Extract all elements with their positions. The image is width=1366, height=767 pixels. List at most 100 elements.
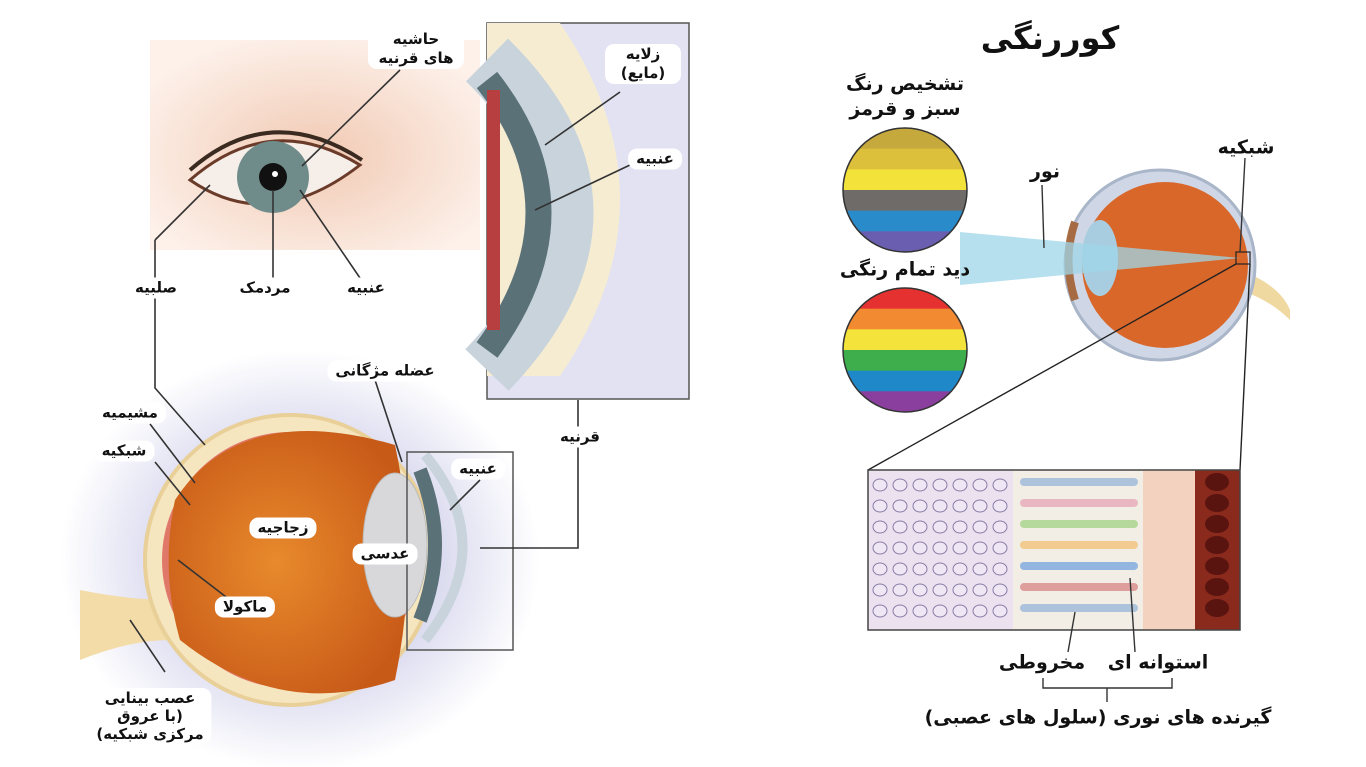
neuron-cell bbox=[992, 604, 1008, 618]
color-stripe bbox=[843, 350, 967, 372]
red-green-line-2: سبز و قرمز bbox=[849, 98, 961, 120]
neuron-cell bbox=[972, 604, 988, 618]
photoreceptor-cell bbox=[1020, 520, 1138, 528]
label-sclera: صلبیه bbox=[127, 277, 185, 299]
neuron-cell bbox=[892, 520, 908, 534]
choroid-vessel bbox=[1205, 536, 1229, 554]
neuron-cell bbox=[912, 541, 928, 555]
label-lens: عدسی bbox=[352, 543, 418, 565]
neuron-cell bbox=[952, 499, 968, 513]
neuron-cell bbox=[892, 604, 908, 618]
neuron-cell bbox=[872, 520, 888, 534]
neuron-cell bbox=[912, 478, 928, 492]
light-beam bbox=[960, 232, 1240, 285]
color-stripe bbox=[843, 190, 967, 212]
neuron-cell bbox=[932, 499, 948, 513]
neuron-cell bbox=[992, 562, 1008, 576]
neuron-cell bbox=[932, 583, 948, 597]
label-full-color: دید تمام رنگی bbox=[839, 258, 971, 281]
eye-side-illustration bbox=[867, 157, 1290, 471]
optic-nerve-line-2: (با عروق bbox=[117, 707, 183, 725]
neuron-cell bbox=[932, 562, 948, 576]
neuron-cell bbox=[872, 604, 888, 618]
external-eye-illustration bbox=[150, 40, 480, 250]
choroid-vessel bbox=[1205, 494, 1229, 512]
label-optic-nerve: عصب بینایی (با عروق مرکزی شبکیه) bbox=[88, 688, 212, 744]
label-choroid: مشیمیه bbox=[94, 402, 166, 424]
photoreceptor-cell bbox=[1020, 604, 1138, 612]
retina-layers-inset bbox=[867, 469, 1241, 631]
label-photoreceptors: گیرنده های نوری (سلول های عصبی) bbox=[924, 706, 1272, 729]
choroid-vessel bbox=[1205, 515, 1229, 533]
label-corneal-margin: حاشیه های قرنیه bbox=[368, 29, 464, 69]
red-green-line-1: تشخیص رنگ bbox=[846, 73, 964, 95]
neuron-cell bbox=[932, 520, 948, 534]
color-stripe bbox=[843, 148, 967, 170]
label-ciliary-muscle: عضله مژگانی bbox=[327, 360, 443, 382]
neuron-cell bbox=[992, 583, 1008, 597]
page-title: کوررنگی bbox=[980, 19, 1120, 57]
color-stripe bbox=[843, 308, 967, 330]
neuron-cell bbox=[972, 499, 988, 513]
label-cones: مخروطی bbox=[998, 651, 1086, 674]
neuron-cell bbox=[992, 478, 1008, 492]
neuron-cell bbox=[952, 541, 968, 555]
neuron-cell bbox=[872, 562, 888, 576]
neuron-cell bbox=[892, 583, 908, 597]
neuron-cell bbox=[952, 478, 968, 492]
neuron-cell bbox=[952, 520, 968, 534]
label-cornea: قرنیه bbox=[551, 426, 609, 448]
color-stripe bbox=[843, 329, 967, 351]
label-retina: شبکیه bbox=[93, 440, 155, 462]
neuron-cell bbox=[992, 520, 1008, 534]
label-iris-section: عنبیه bbox=[451, 458, 505, 480]
photoreceptor-cell bbox=[1020, 478, 1138, 486]
neuron-cell bbox=[912, 499, 928, 513]
neuron-cell bbox=[872, 541, 888, 555]
neuron-cell bbox=[912, 520, 928, 534]
neuron-cell bbox=[952, 562, 968, 576]
label-retina-right: شبکیه bbox=[1217, 136, 1275, 159]
label-light: نور bbox=[1030, 160, 1060, 183]
neuron-cell bbox=[992, 541, 1008, 555]
optic-nerve-line-3: مرکزی شبکیه) bbox=[96, 725, 204, 743]
label-iris-front: عنبیه bbox=[339, 277, 393, 299]
color-stripe bbox=[843, 169, 967, 191]
neuron-cell bbox=[872, 583, 888, 597]
photoreceptor-cell bbox=[1020, 499, 1138, 507]
photoreceptor-cell bbox=[1020, 583, 1138, 591]
photoreceptor-cell bbox=[1020, 562, 1138, 570]
neuron-cell bbox=[932, 604, 948, 618]
eye-cross-section bbox=[60, 350, 540, 767]
neuron-cell bbox=[952, 604, 968, 618]
color-stripe bbox=[843, 370, 967, 392]
neuron-cell bbox=[892, 499, 908, 513]
neuron-cell bbox=[912, 583, 928, 597]
label-vitreous: زجاجیه bbox=[249, 517, 317, 539]
neuron-cell bbox=[892, 562, 908, 576]
label-macula: ماکولا bbox=[214, 596, 276, 618]
optic-nerve-line-1: عصب بینایی bbox=[104, 689, 196, 707]
label-iris-inset: عنبیه bbox=[628, 148, 682, 170]
label-pupil: مردمک bbox=[231, 277, 299, 299]
photoreceptor-brackets bbox=[1042, 577, 1173, 702]
photoreceptor-cell bbox=[1020, 541, 1138, 549]
neuron-cell bbox=[932, 478, 948, 492]
choroid-vessel bbox=[1205, 473, 1229, 491]
cornea-inset bbox=[465, 22, 690, 400]
label-rods: استوانه ای bbox=[1107, 651, 1209, 674]
neuron-cell bbox=[992, 499, 1008, 513]
neuron-cell bbox=[912, 604, 928, 618]
neuron-cell bbox=[872, 499, 888, 513]
neuron-cell bbox=[972, 541, 988, 555]
neuron-cell bbox=[952, 583, 968, 597]
neuron-cell bbox=[872, 478, 888, 492]
neuron-cell bbox=[972, 562, 988, 576]
choroid-vessel bbox=[1205, 599, 1229, 617]
neuron-cell bbox=[972, 583, 988, 597]
label-aqueous-humor: زلایه (مایع) bbox=[605, 44, 681, 84]
choroid-vessel bbox=[1205, 578, 1229, 596]
label-red-green: تشخیص رنگ سبز و قرمز bbox=[846, 72, 964, 122]
neuron-cell bbox=[892, 541, 908, 555]
